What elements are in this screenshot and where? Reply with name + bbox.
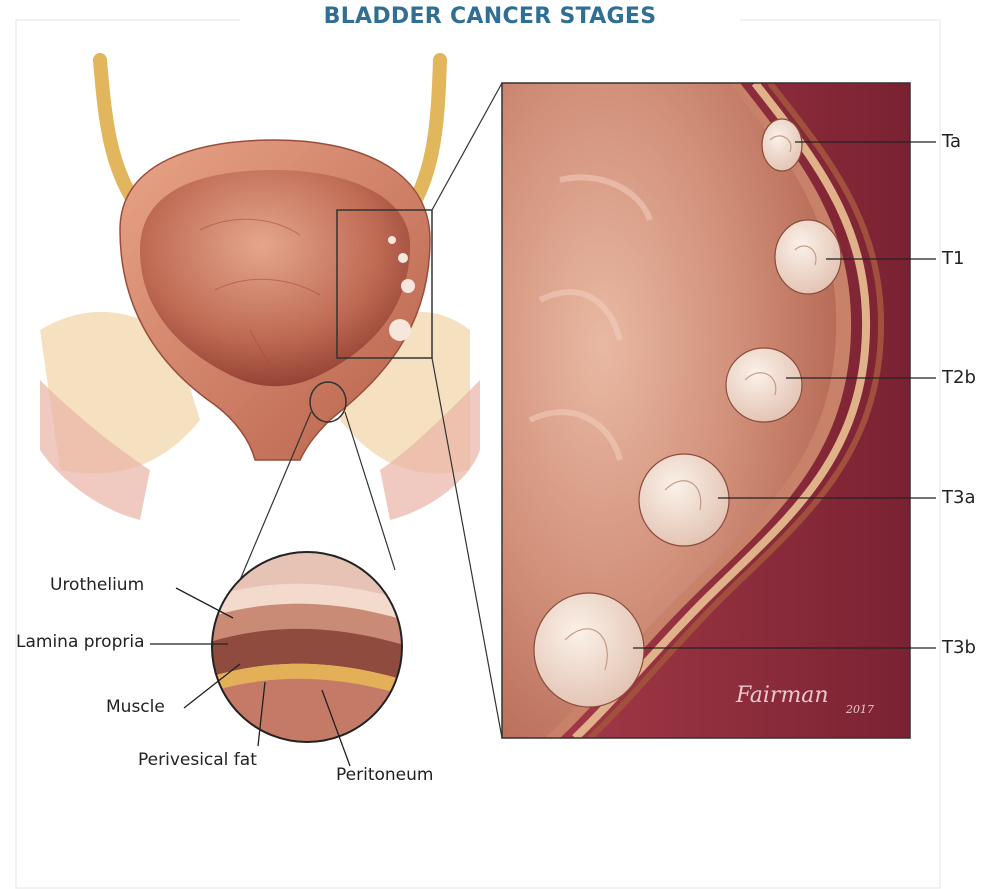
label-perivesical-fat: Perivesical fat xyxy=(138,750,257,770)
tumor-ta xyxy=(762,119,802,171)
svg-text:Fairman: Fairman xyxy=(735,683,829,708)
label-peritoneum: Peritoneum xyxy=(336,765,433,785)
stage-label-t2b: T2b xyxy=(942,367,976,388)
tumor-t3a xyxy=(639,454,729,546)
label-muscle: Muscle xyxy=(106,697,165,717)
label-lamina-propria: Lamina propria xyxy=(16,632,145,652)
label-urothelium: Urothelium xyxy=(50,575,144,595)
stage-label-t3b: T3b xyxy=(942,637,976,658)
stage-label-t3a: T3a xyxy=(942,487,975,508)
tumor-t2b xyxy=(726,348,802,422)
tumor-t1 xyxy=(775,220,841,294)
page-title: BLADDER CANCER STAGES xyxy=(240,4,740,29)
wall-layers-magnifier xyxy=(200,540,420,760)
svg-text:2017: 2017 xyxy=(845,703,874,716)
stage-label-t1: T1 xyxy=(942,248,964,269)
stage-label-ta: Ta xyxy=(942,131,961,152)
tumor-t3b xyxy=(534,593,644,707)
